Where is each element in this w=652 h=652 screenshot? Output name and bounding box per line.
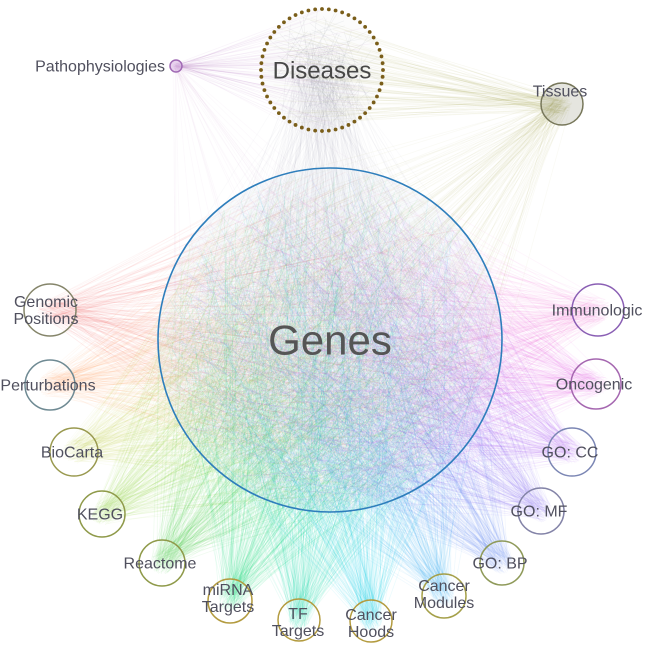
edge-fan-biocarta-to-genes [62,174,502,502]
node-layer [23,7,625,643]
node-cancer-modules-circle[interactable] [421,573,467,619]
node-tf-targets-circle[interactable] [277,598,321,642]
edge-fan-genomic-positions-to-genes [37,171,482,503]
edge-fan-mirna-targets-to-genes [164,171,501,612]
node-oncogenic-label: Oncogenic [556,377,633,394]
node-go-mf-circle[interactable] [517,487,565,535]
node-pathophysiologies-label: Pathophysiologies [35,59,165,76]
edge-fan-go-cc-to-genes [165,179,585,494]
node-reactome-label: Reactome [124,556,197,573]
edge-fan-tissues-to-genes [161,93,573,504]
node-go-cc-circle[interactable] [547,427,597,477]
node-diseases-label: Diseases [273,57,372,84]
node-biocarta-label: BioCarta [41,445,103,462]
label-layer: Genes Diseases PathophysiologiesTissuesGen… [0,57,642,641]
edge-layer [37,9,611,632]
edge-fan-cancer-modules-to-genes [185,172,495,607]
edge-fan-tf-targets-to-genes [162,171,502,630]
edge-fan-perturbations-to-genes [37,176,497,506]
edge-fan-cancer-hoods-to-genes [163,177,497,632]
edge-fan-pathophysiologies-to-diseases [173,9,373,128]
node-tissues-label: Tissues [533,84,588,101]
edge-fan-kegg-to-genes [91,174,498,526]
node-diseases-ring[interactable] [259,7,385,133]
node-immunologic-circle[interactable] [571,283,625,337]
node-reactome-circle[interactable] [138,539,186,587]
node-go-bp-label: GO: BP [472,556,527,573]
node-mirna-targets-circle[interactable] [207,578,253,624]
node-tissues-circle[interactable] [540,82,584,126]
node-genomic-positions-circle[interactable] [23,283,77,337]
node-biocarta-circle[interactable] [49,427,99,477]
edge-fan-immunologic-to-genes [161,178,611,510]
node-oncogenic-circle[interactable] [570,358,622,410]
node-kegg-label: KEGG [77,507,123,524]
node-cancer-hoods-circle[interactable] [349,599,393,643]
node-pathophysiologies-circle[interactable] [169,59,183,73]
node-go-mf-label: GO: MF [511,504,568,521]
node-kegg-circle[interactable] [78,490,126,538]
edge-fan-go-mf-to-genes [157,173,553,523]
node-go-cc-label: GO: CC [542,445,599,462]
node-immunologic-label: Immunologic [552,303,643,320]
node-go-bp-circle[interactable] [479,540,525,586]
edge-fan-tissues-to-diseases [261,17,571,124]
node-perturbations-label: Perturbations [0,378,95,395]
edge-fan-go-bp-to-genes [161,172,513,575]
edge-fan-oncogenic-to-genes [160,194,608,508]
mesh-genes [158,172,501,513]
node-genes-circle[interactable] [157,167,503,513]
node-perturbations-circle[interactable] [24,359,76,411]
edge-fan-reactome-to-genes [150,177,482,575]
mesh-diseases [265,10,382,129]
edge-fan-pathophysiologies-to-genes [172,63,480,464]
node-genes-label: Genes [268,317,392,364]
